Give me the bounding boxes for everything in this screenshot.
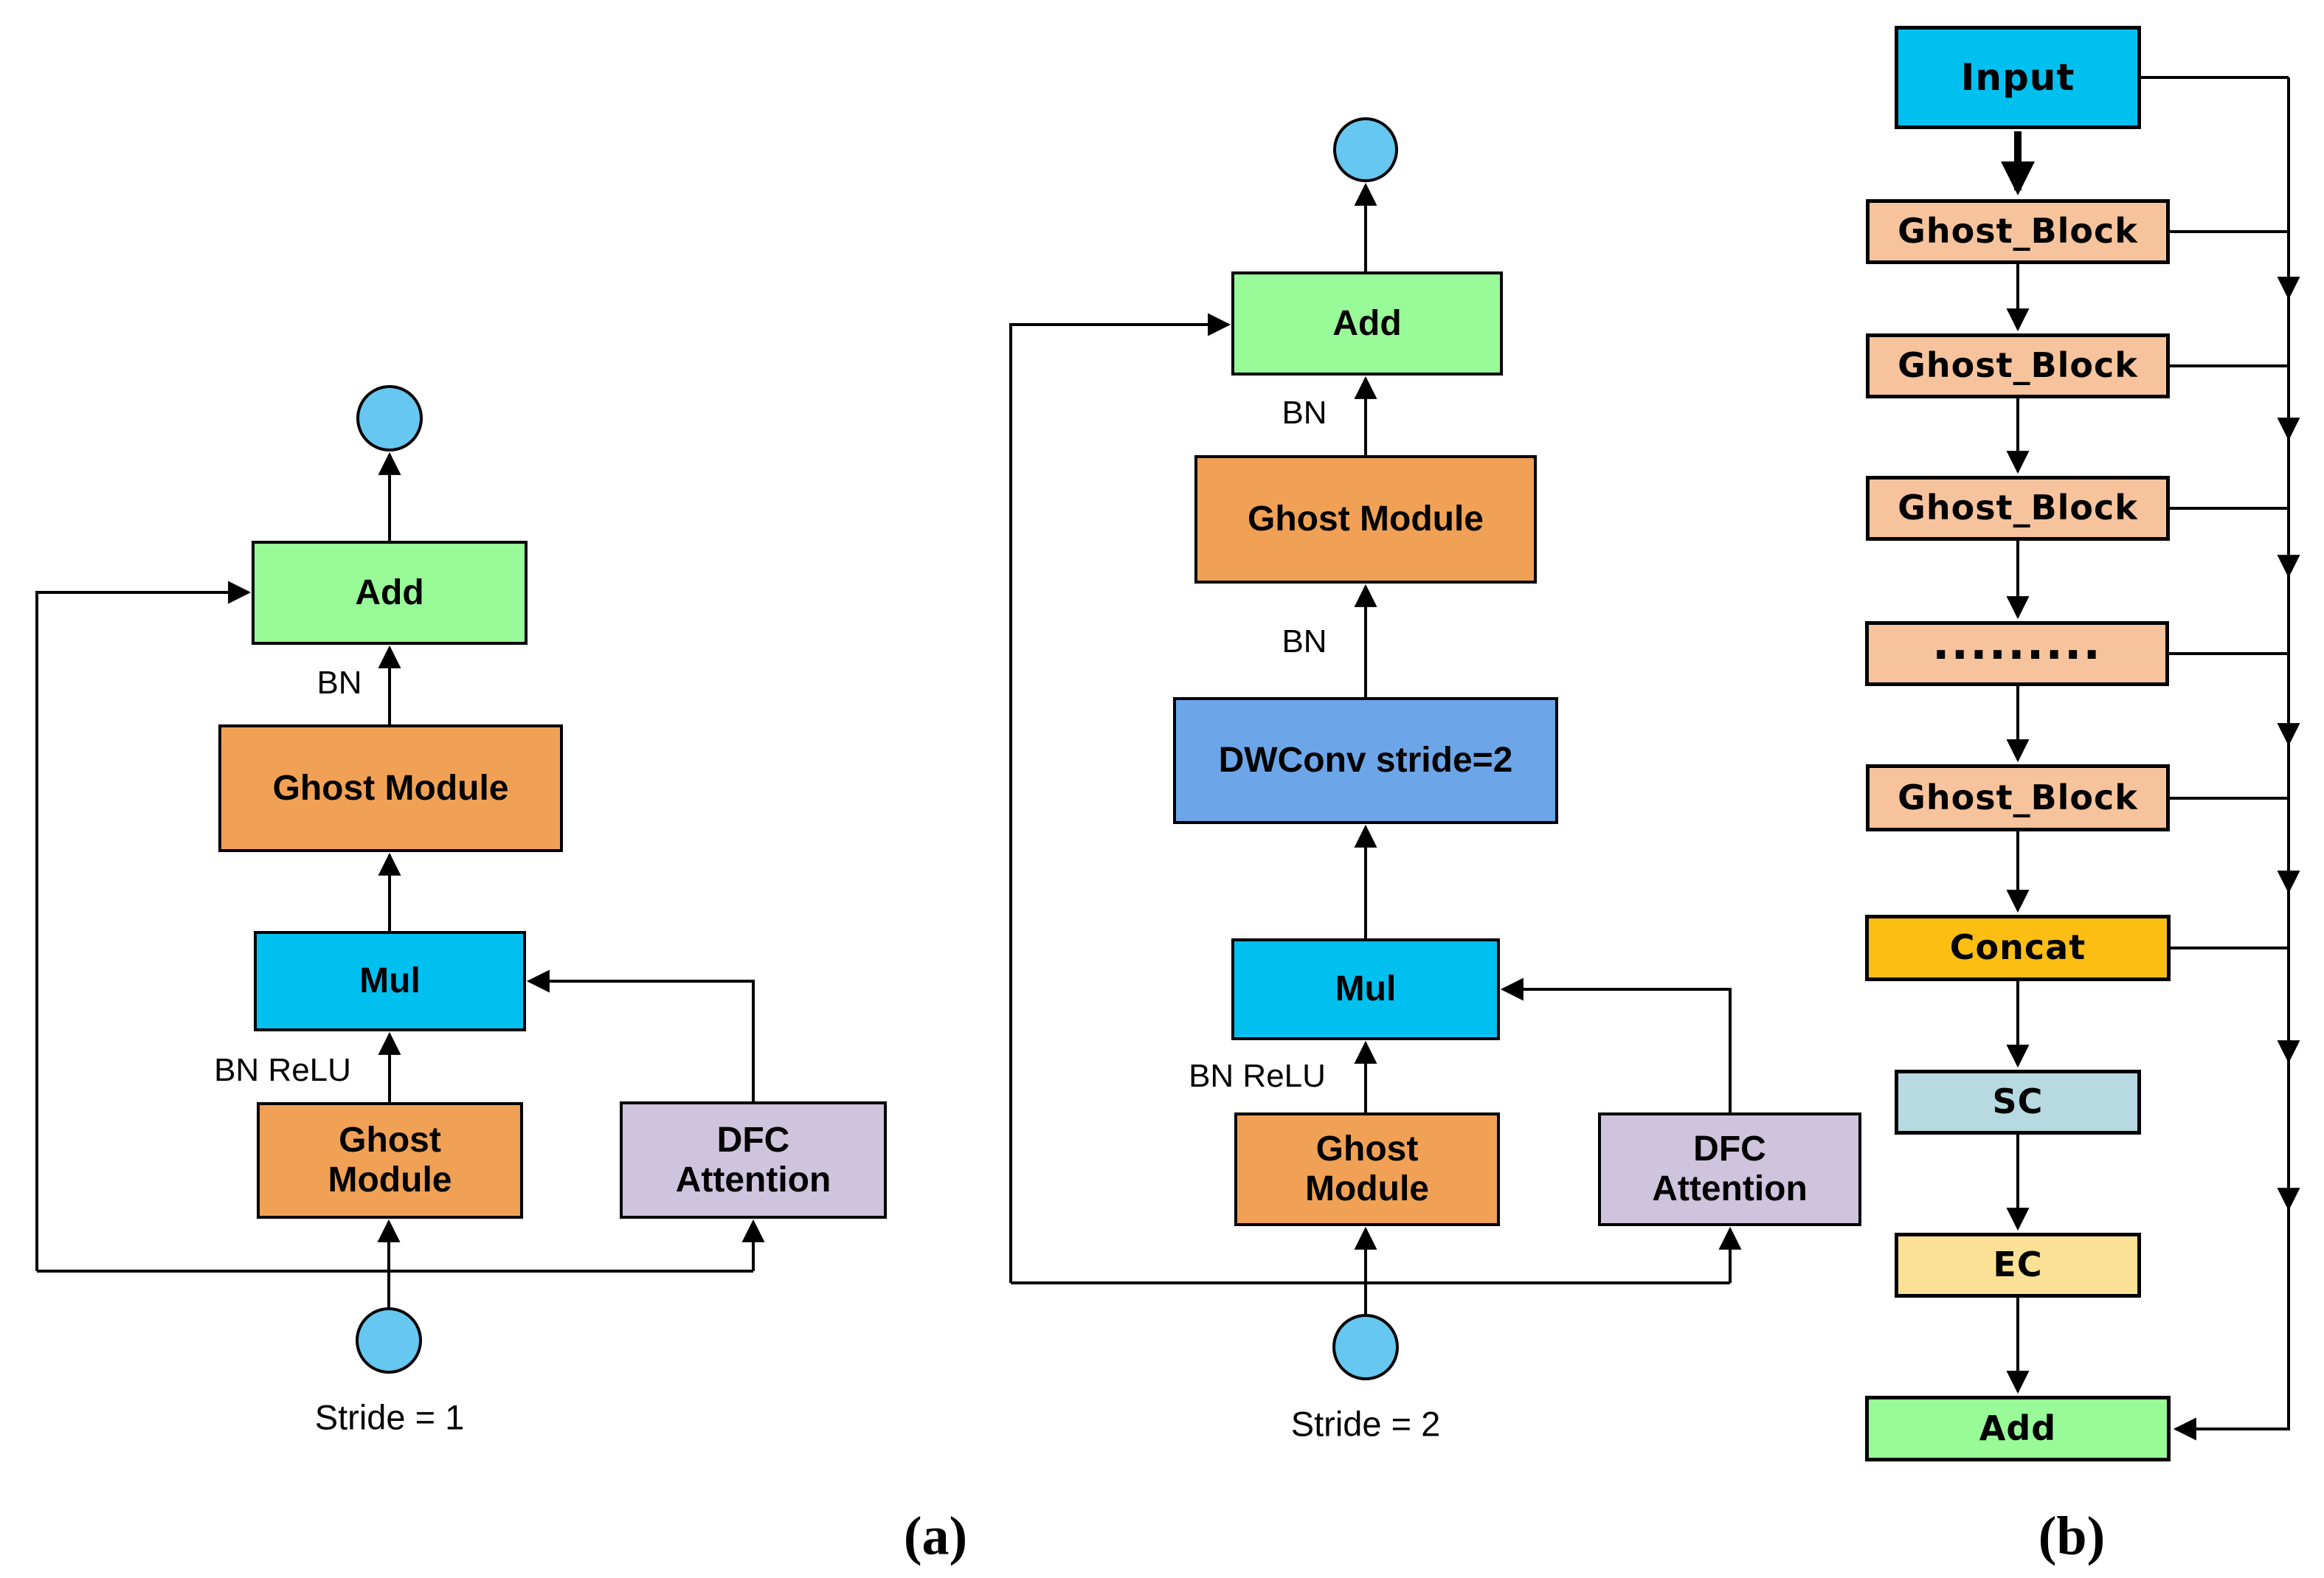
output-circle-stride2 bbox=[1333, 117, 1398, 182]
ghost-module-node-stride1: Ghost Module bbox=[218, 724, 563, 852]
ec-node: EC bbox=[1895, 1233, 2141, 1298]
dfc-line2: Attention bbox=[675, 1160, 831, 1200]
ghost-block-node-2: Ghost_Block bbox=[1866, 333, 2170, 398]
dfc-line1: DFC bbox=[716, 1120, 790, 1160]
sc-node: SC bbox=[1895, 1070, 2141, 1135]
ghost-small-line2: Module bbox=[328, 1160, 452, 1200]
ghost-block-node-3: Ghost_Block bbox=[1866, 476, 2170, 541]
input-node-backbone: Input bbox=[1895, 26, 2141, 129]
dfc-attention-node-stride1: DFC Attention bbox=[620, 1101, 887, 1219]
mul-node-stride1: Mul bbox=[254, 931, 526, 1031]
dwconv-node-stride2: DWConv stride=2 bbox=[1173, 697, 1558, 824]
input-circle-stride1 bbox=[356, 1307, 422, 1374]
ghost-block-ellipsis-node: ......... bbox=[1865, 617, 2169, 686]
caption-a: (a) bbox=[903, 1506, 968, 1567]
edges-stride2-block bbox=[1009, 182, 1742, 1314]
output-circle-stride1 bbox=[356, 385, 423, 451]
bn-upper-label-stride2: BN bbox=[1282, 395, 1327, 431]
stride2-label: Stride = 2 bbox=[1290, 1404, 1441, 1444]
ghost-module-node-stride2: Ghost Module bbox=[1194, 455, 1537, 584]
ghost-small-line1: Ghost bbox=[1315, 1129, 1419, 1169]
dfc-line1: DFC bbox=[1693, 1129, 1766, 1169]
add-node-stride2: Add bbox=[1231, 271, 1503, 376]
ellipsis-dots: ......... bbox=[1932, 616, 2102, 671]
skip-rail bbox=[2141, 76, 2300, 1441]
ghost-block-node-1: Ghost_Block bbox=[1866, 199, 2170, 264]
bn-relu-label-stride2: BN ReLU bbox=[1189, 1058, 1326, 1094]
input-circle-stride2 bbox=[1332, 1314, 1399, 1380]
dfc-line2: Attention bbox=[1652, 1169, 1808, 1208]
ghost-module-small-node-stride1: Ghost Module bbox=[257, 1102, 523, 1219]
ghost-small-line2: Module bbox=[1305, 1169, 1429, 1208]
ghost-block-node-last: Ghost_Block bbox=[1866, 764, 2170, 831]
add-node-backbone: Add bbox=[1865, 1396, 2171, 1461]
ghost-small-line1: Ghost bbox=[339, 1121, 441, 1160]
caption-b: (b) bbox=[2038, 1506, 2106, 1567]
mul-node-stride2: Mul bbox=[1231, 938, 1500, 1040]
dfc-attention-node-stride2: DFC Attention bbox=[1598, 1112, 1861, 1226]
bn-lower-label-stride2: BN bbox=[1282, 623, 1327, 660]
ghost-module-small-node-stride2: Ghost Module bbox=[1234, 1112, 1500, 1226]
bn-label-stride1: BN bbox=[317, 665, 362, 701]
concat-node: Concat bbox=[1865, 915, 2171, 981]
bn-relu-label-stride1: BN ReLU bbox=[214, 1052, 351, 1088]
add-node-stride1: Add bbox=[252, 541, 528, 645]
edges-stride1-block bbox=[35, 451, 765, 1307]
stride1-label: Stride = 1 bbox=[314, 1397, 465, 1437]
